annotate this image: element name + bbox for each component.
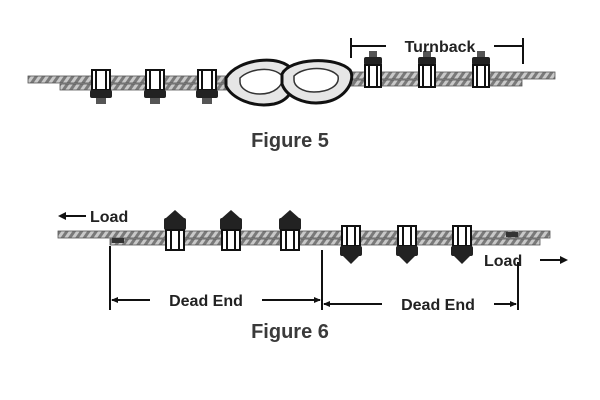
load-arrow-left <box>58 212 86 220</box>
eye-loop-inner-right <box>293 67 339 93</box>
figure-6: Load Load Dead End Dead End Figure 6 <box>57 209 568 343</box>
clip-f5-4 <box>364 51 382 88</box>
clip-f5-1 <box>90 69 112 104</box>
dead-end-right-label: Dead End <box>401 297 475 314</box>
clip-f6-4 <box>340 225 362 264</box>
clip-f6-3 <box>279 210 301 251</box>
turnback-dimension <box>350 38 524 64</box>
rope-f6-upper <box>57 230 551 239</box>
dead-end-left-label: Dead End <box>169 293 243 310</box>
load-left-label: Load <box>90 209 128 226</box>
dead-end-dimensions <box>109 246 519 310</box>
strand-end-left <box>112 238 124 243</box>
figure-5: Turnback Figure 5 <box>27 38 556 152</box>
rope-f6-lower <box>109 238 541 246</box>
clip-f5-6 <box>472 51 490 88</box>
clip-f5-2 <box>144 69 166 104</box>
clip-f6-6 <box>451 225 473 264</box>
clip-f5-3 <box>196 69 218 104</box>
strand-end-right <box>506 232 518 237</box>
load-arrow-right <box>540 256 568 264</box>
load-right-label: Load <box>484 253 522 270</box>
figure-5-caption: Figure 5 <box>251 130 329 152</box>
eye-loop-inner-left <box>239 68 283 95</box>
clip-f6-2 <box>220 210 242 251</box>
turnback-label: Turnback <box>405 39 476 56</box>
clip-f6-5 <box>396 225 418 264</box>
clip-f5-5 <box>418 51 436 88</box>
figure-6-caption: Figure 6 <box>251 321 329 343</box>
clip-f6-1 <box>164 210 186 251</box>
